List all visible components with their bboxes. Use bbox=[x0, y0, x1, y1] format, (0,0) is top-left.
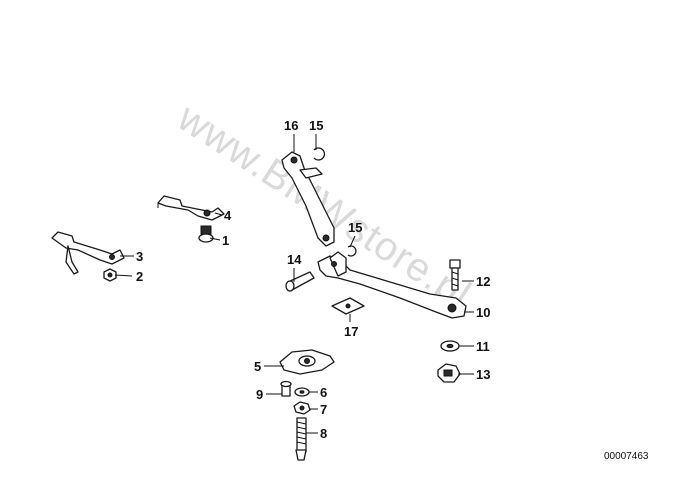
label-5: 5 bbox=[254, 359, 261, 374]
nut-part-7 bbox=[293, 401, 311, 415]
screw-part-9 bbox=[280, 380, 292, 397]
clip-part-15-top bbox=[313, 147, 326, 161]
label-3: 3 bbox=[136, 249, 143, 264]
label-17: 17 bbox=[344, 324, 358, 339]
mount-part-5 bbox=[279, 349, 335, 375]
reference-code: 00007463 bbox=[604, 451, 649, 462]
label-15-top: 15 bbox=[309, 118, 323, 133]
link-part-16 bbox=[281, 151, 335, 247]
nut-part-2 bbox=[103, 268, 117, 282]
clip-part-15-mid bbox=[347, 245, 357, 257]
label-10: 10 bbox=[476, 305, 490, 320]
bracket-part-3 bbox=[51, 231, 125, 275]
label-4: 4 bbox=[224, 208, 232, 223]
label-1: 1 bbox=[222, 233, 229, 248]
nut-part-13 bbox=[437, 363, 461, 383]
pin-part-14 bbox=[285, 271, 315, 292]
label-13: 13 bbox=[476, 367, 490, 382]
washer-part-11 bbox=[440, 340, 460, 352]
pad-part-17 bbox=[331, 297, 365, 315]
label-15-mid: 15 bbox=[348, 220, 362, 235]
label-2: 2 bbox=[136, 269, 143, 284]
label-11: 11 bbox=[476, 339, 490, 354]
label-8: 8 bbox=[320, 426, 327, 441]
label-16: 16 bbox=[284, 118, 298, 133]
washer-part-6 bbox=[294, 387, 310, 397]
watermark-text: www.BMWstore.pl bbox=[169, 95, 479, 317]
bolt-part-12 bbox=[449, 259, 461, 291]
stud-part-8 bbox=[295, 417, 307, 461]
bracket-part-4 bbox=[157, 195, 225, 221]
lever-part-10 bbox=[317, 251, 467, 319]
label-6: 6 bbox=[320, 385, 327, 400]
label-7: 7 bbox=[320, 402, 327, 417]
label-14: 14 bbox=[287, 252, 302, 267]
label-9: 9 bbox=[256, 387, 263, 402]
label-12: 12 bbox=[476, 274, 490, 289]
bolt-part-1 bbox=[198, 225, 214, 243]
